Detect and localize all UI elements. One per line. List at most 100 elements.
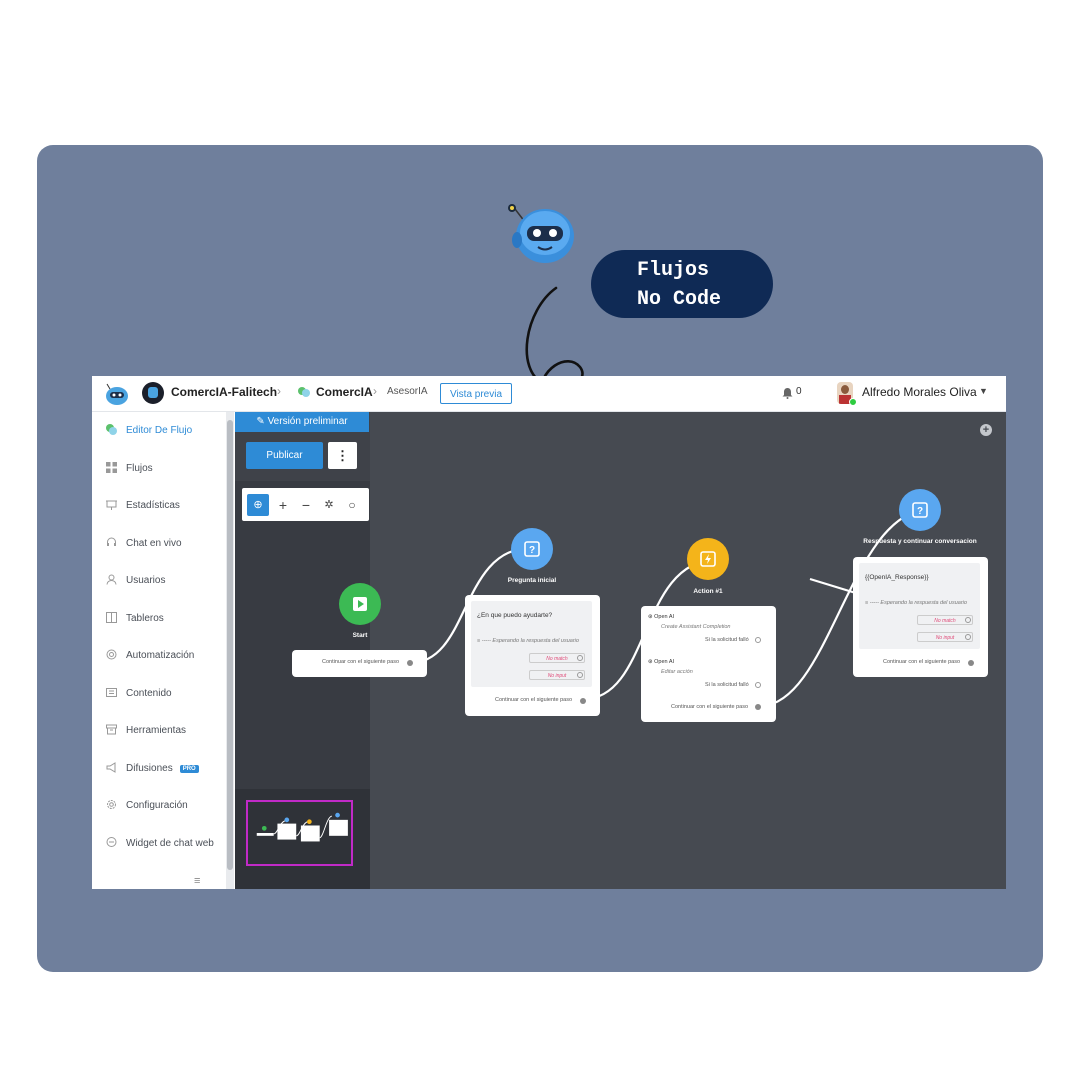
zoom-out-icon[interactable]: − xyxy=(301,497,311,513)
preview-button[interactable]: Vista previa xyxy=(440,383,512,404)
breadcrumb-chevron-icon: › xyxy=(277,384,281,398)
content-icon xyxy=(106,688,117,697)
question-icon: ? xyxy=(524,541,540,557)
sidebar-item-usuarios[interactable]: Usuarios xyxy=(106,574,165,590)
respuesta-continue-label: Continuar con el siguiente paso xyxy=(883,659,961,665)
sidebar-item-herramientas[interactable]: Herramientas xyxy=(106,724,186,740)
canvas-toolbar: ⊕ + − ✲ ○ xyxy=(242,488,369,521)
respuesta-output-port[interactable] xyxy=(968,660,974,666)
respuesta-node-card[interactable]: {{OpenIA_Response}} ≡ ----- Esperando la… xyxy=(853,557,988,677)
openai-1: ⊛ Open AI xyxy=(648,614,675,620)
sidebar-item-label: Tableros xyxy=(126,613,164,624)
start-node-card[interactable]: Continuar con el siguiente paso xyxy=(292,650,427,677)
sidebar-item-configuracion[interactable]: Configuración xyxy=(106,799,188,815)
auto-layout-icon[interactable]: ✲ xyxy=(324,499,334,511)
respuesta-waiting-text: ≡ ----- Esperando la respuesta del usuar… xyxy=(865,600,967,606)
respuesta-no-match-port[interactable] xyxy=(965,617,971,623)
minimap[interactable] xyxy=(246,800,353,866)
flow-name[interactable]: AsesorIA xyxy=(387,386,428,397)
pregunta-waiting-text: ≡ ----- Esperando la respuesta del usuar… xyxy=(477,638,579,644)
search-icon[interactable]: ○ xyxy=(348,498,356,512)
sidebar-item-contenido[interactable]: Contenido xyxy=(106,687,172,703)
add-block-icon[interactable]: ⊕ xyxy=(247,494,269,516)
respuesta-no-input-tag[interactable]: No input xyxy=(917,632,973,642)
draft-version-banner[interactable]: ✎ Versión preliminar xyxy=(235,412,369,432)
respuesta-variable-text: {{OpenIA_Response}} xyxy=(865,574,929,581)
start-node-title: Start xyxy=(352,632,368,639)
user-name[interactable]: Alfredo Morales Oliva xyxy=(862,385,977,399)
respuesta-message-area xyxy=(859,563,980,649)
openai-1-sub: Create Assistant Completion xyxy=(661,624,731,630)
megaphone-icon xyxy=(106,762,116,773)
respuesta-no-input-port[interactable] xyxy=(965,634,971,640)
sidebar-item-label: Editor De Flujo xyxy=(126,425,193,436)
start-output-port[interactable] xyxy=(407,660,413,666)
notification-count: 0 xyxy=(796,386,802,397)
breadcrumb-chevron-icon: › xyxy=(373,384,377,398)
robot-logo-icon[interactable] xyxy=(104,382,130,406)
publish-button[interactable]: Publicar xyxy=(246,442,323,469)
chat-bubbles-icon xyxy=(298,387,310,397)
svg-text:?: ? xyxy=(529,545,535,556)
archive-icon xyxy=(106,724,117,735)
question-node-icon[interactable]: ? xyxy=(511,528,553,570)
draft-label: Versión preliminar xyxy=(267,416,348,427)
action-node-card[interactable]: ⊛ Open AI Create Assistant Completion Si… xyxy=(641,606,776,722)
online-status-dot xyxy=(849,398,857,406)
sidebar-scroll-thumb[interactable] xyxy=(227,420,233,870)
action-node-title: Action #1 xyxy=(693,588,723,595)
caret-down-icon[interactable]: ▼ xyxy=(979,386,988,396)
pregunta-no-input-tag[interactable]: No input xyxy=(529,670,585,680)
sidebar-item-tableros[interactable]: Tableros xyxy=(106,612,164,628)
sidebar-item-estadisticas[interactable]: Estadísticas xyxy=(106,499,180,515)
pregunta-node-title: Pregunta inicial xyxy=(507,577,557,584)
sidebar-item-widget-de-chat-web[interactable]: Widget de chat web xyxy=(106,837,214,853)
pregunta-node-card[interactable]: ¿En que puedo ayudarte? ≡ ----- Esperand… xyxy=(465,595,600,716)
workspace-avatar[interactable] xyxy=(142,382,164,404)
sidebar-item-chat-en-vivo[interactable]: Chat en vivo xyxy=(106,537,182,553)
badge-line-1: Flujos xyxy=(637,259,710,282)
top-bar: ComercIA-Falitech › ComercIA › AsesorIA … xyxy=(92,376,1006,412)
pregunta-question-text: ¿En que puedo ayudarte? xyxy=(477,612,553,619)
pregunta-continue-label: Continuar con el siguiente paso xyxy=(495,697,573,703)
openai-2-sub: Editar acción xyxy=(661,669,693,675)
respuesta-no-match-tag[interactable]: No match xyxy=(917,615,973,625)
user-icon xyxy=(106,574,117,585)
pregunta-no-input-port[interactable] xyxy=(577,672,583,678)
openai-2-fail-port[interactable] xyxy=(755,682,761,688)
pregunta-output-port[interactable] xyxy=(580,698,586,704)
zoom-in-icon[interactable]: + xyxy=(278,497,288,513)
more-options-button[interactable]: ⋮ xyxy=(328,442,357,469)
project-name[interactable]: ComercIA xyxy=(316,385,373,399)
headset-icon xyxy=(107,537,116,546)
presentation-icon xyxy=(106,500,117,510)
respuesta-node-icon[interactable]: ? xyxy=(899,489,941,531)
add-node-icon[interactable]: + xyxy=(980,424,992,436)
sidebar-item-flujos[interactable]: Flujos xyxy=(106,462,153,478)
pregunta-no-match-port[interactable] xyxy=(577,655,583,661)
lightning-icon xyxy=(700,551,716,567)
grid-icon xyxy=(106,462,117,473)
hamburger-menu-icon[interactable]: ≡ xyxy=(194,875,201,887)
question-icon: ? xyxy=(912,502,928,518)
openai-1-fail-port[interactable] xyxy=(755,637,761,643)
sidebar-item-automatizacion[interactable]: Automatización xyxy=(106,649,194,665)
svg-text:?: ? xyxy=(917,506,923,517)
bell-icon[interactable] xyxy=(782,387,793,399)
openai-2-name: Open AI xyxy=(654,659,675,665)
sidebar-item-label: Chat en vivo xyxy=(126,538,182,549)
start-node-icon[interactable] xyxy=(339,583,381,625)
action-node-icon[interactable] xyxy=(687,538,729,580)
sidebar-item-label: Contenido xyxy=(126,688,172,699)
sidebar-item-label: Flujos xyxy=(126,463,153,474)
sidebar-item-label: Herramientas xyxy=(126,725,187,736)
action-output-port[interactable] xyxy=(755,704,761,710)
action-continue-label: Continuar con el siguiente paso xyxy=(671,704,749,710)
workspace-name[interactable]: ComercIA-Falitech xyxy=(171,385,278,399)
openai-1-name: Open AI xyxy=(654,614,675,620)
sidebar-item-label: Widget de chat web xyxy=(126,838,214,849)
sidebar-item-editor-de-flujo[interactable]: Editor De Flujo xyxy=(106,424,192,440)
pregunta-no-match-tag[interactable]: No match xyxy=(529,653,585,663)
respuesta-node-title: Respuesta y continuar conversacion xyxy=(863,538,977,545)
